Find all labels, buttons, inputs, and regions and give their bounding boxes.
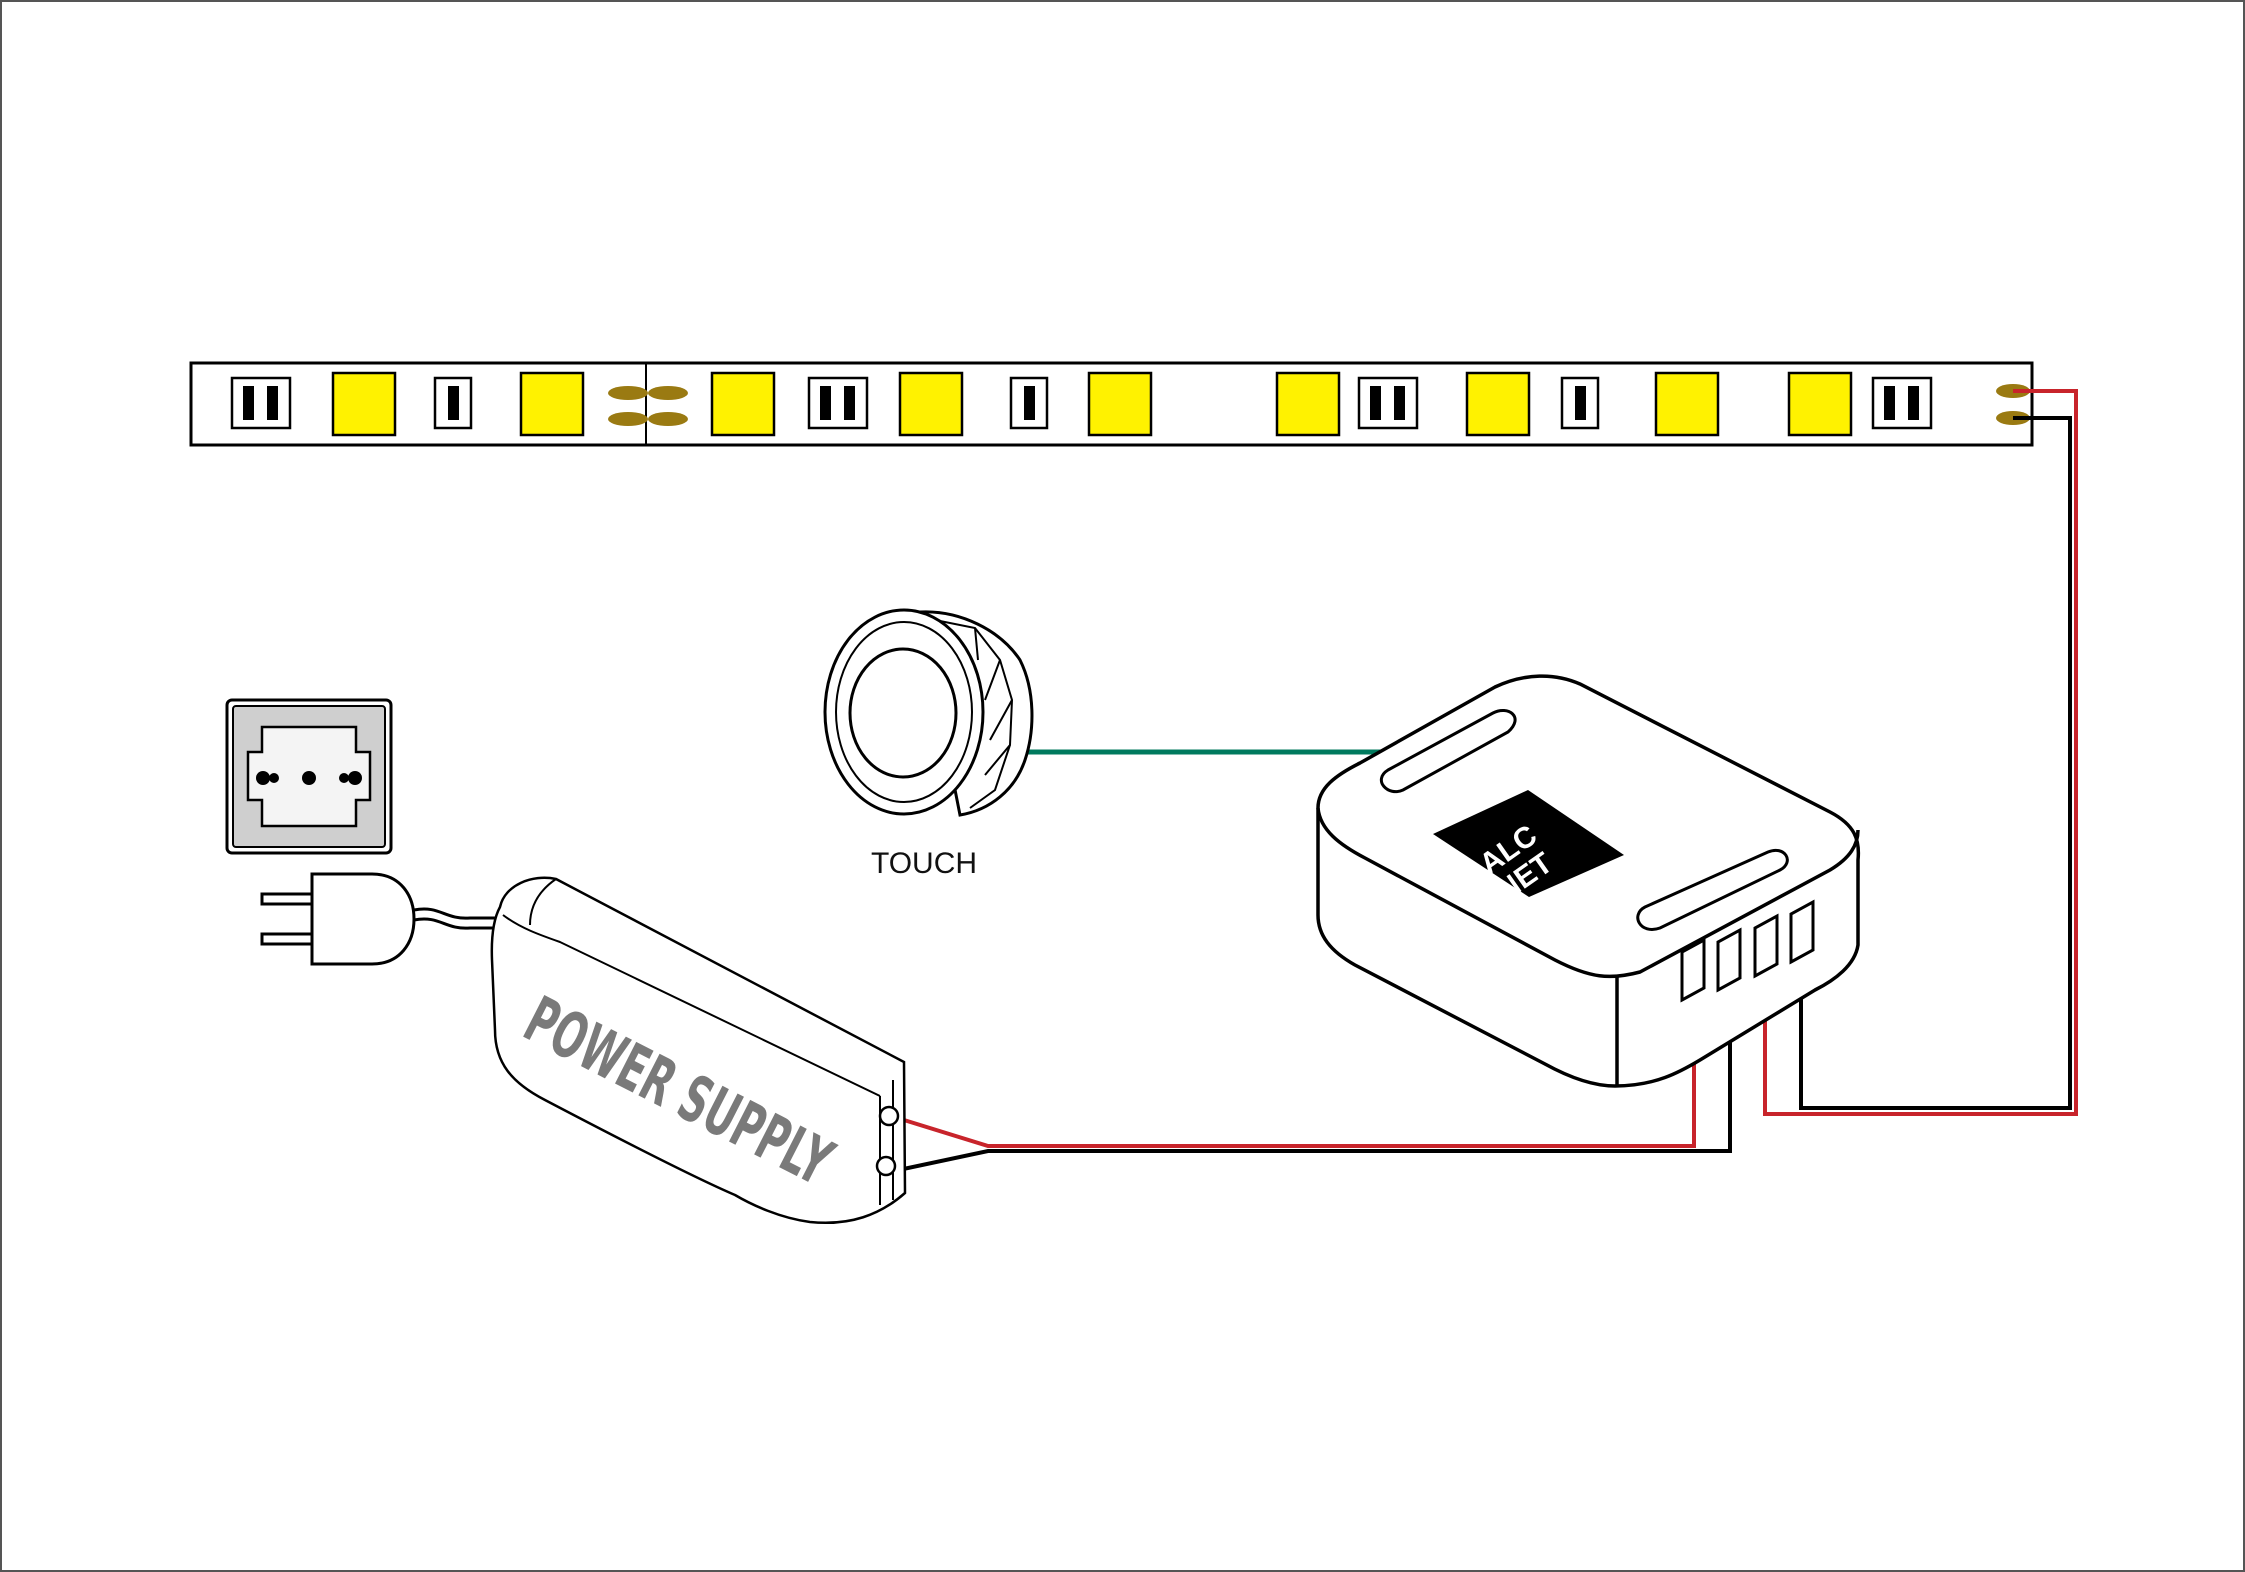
wires bbox=[413, 389, 2078, 1174]
resistor bbox=[1009, 376, 1049, 430]
wire-positive-psu bbox=[890, 1003, 1696, 1148]
resistor bbox=[1560, 376, 1600, 430]
resistor-pair bbox=[230, 376, 292, 430]
led-chip bbox=[898, 371, 964, 437]
solder-pad bbox=[608, 386, 648, 400]
led-chip bbox=[331, 371, 397, 437]
led-chip bbox=[1787, 371, 1853, 437]
led-chip bbox=[1087, 371, 1153, 437]
led-chip bbox=[710, 371, 776, 437]
wire-positive-strip bbox=[1763, 389, 2078, 1116]
psu-body bbox=[490, 876, 907, 1224]
led-chip bbox=[1275, 371, 1341, 437]
led-chip bbox=[1465, 371, 1531, 437]
solder-pad bbox=[648, 412, 688, 426]
solder-pad bbox=[608, 412, 648, 426]
wall-socket-icon bbox=[225, 698, 393, 855]
controller-port bbox=[1753, 913, 1779, 979]
controller-port bbox=[1789, 899, 1815, 965]
resistor bbox=[433, 376, 473, 430]
controller-port bbox=[1716, 927, 1742, 993]
led-chip bbox=[519, 371, 585, 437]
touch-label: TOUCH bbox=[871, 847, 977, 880]
solder-pad bbox=[648, 386, 688, 400]
psu-terminal-positive bbox=[878, 1105, 900, 1127]
led-chip bbox=[1654, 371, 1720, 437]
plug-icon bbox=[260, 872, 416, 966]
wire-negative-psu bbox=[888, 996, 1732, 1174]
led-strip bbox=[189, 361, 2034, 447]
resistor-pair bbox=[807, 376, 869, 430]
touch-sensor-icon bbox=[823, 608, 1034, 817]
controller-icon bbox=[1316, 674, 1861, 1088]
controller-logo: DALC NET bbox=[1433, 790, 1624, 908]
resistor-pair bbox=[1871, 376, 1933, 430]
psu-terminal-negative bbox=[875, 1155, 897, 1177]
resistor-pair bbox=[1357, 376, 1419, 430]
wire-negative-strip bbox=[1799, 416, 2072, 1110]
controller-port bbox=[1680, 937, 1706, 1003]
